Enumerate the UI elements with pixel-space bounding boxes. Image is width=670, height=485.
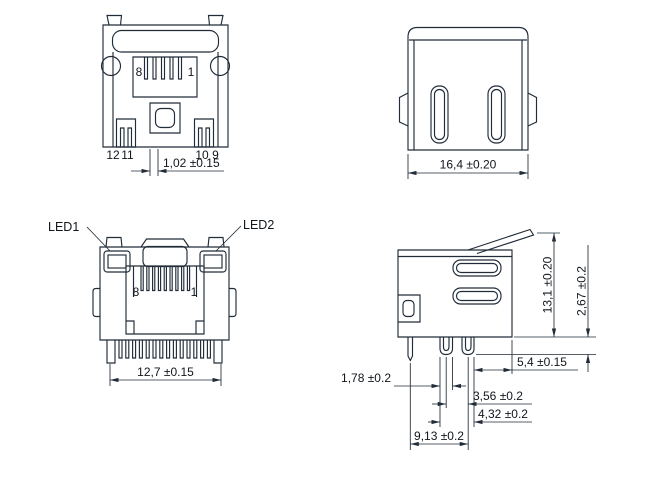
- pin-8-label: 8: [133, 285, 140, 299]
- side-bottom-slot-bottom: [452, 287, 502, 305]
- contact-pitch-dim-text: 1,02 ±0.15: [163, 156, 220, 170]
- jack-contacts: [140, 266, 191, 292]
- pin-9-label: 9: [212, 148, 219, 162]
- view-front-bottom: LED1 LED2 8 1 12,7 ±0.15: [48, 218, 274, 386]
- led1-window: [103, 250, 131, 273]
- front-bottom-body-outline: [99, 236, 230, 341]
- led2-window: [199, 250, 227, 273]
- jack-opening: [125, 265, 205, 335]
- pin-1-label: 1: [191, 285, 198, 299]
- side-top-slot-right-inner: [490, 88, 503, 141]
- led1-label: LED1: [48, 220, 79, 234]
- grounding-latch: [467, 228, 535, 255]
- side-bottom-body-outline: [397, 249, 513, 338]
- pin-to-edge-dim-text: 5,4 ±0.15: [517, 355, 567, 369]
- front-top-body-outline: [102, 14, 229, 148]
- contact-pitch-extension-lines: [149, 149, 159, 176]
- front-top-contact-block: [132, 56, 198, 98]
- front-width-extension-lines: [109, 364, 222, 386]
- latch-window: [142, 245, 188, 268]
- led2-label: LED2: [243, 218, 274, 232]
- side-top-width-dim-text: 16,4 ±0.20: [440, 158, 497, 172]
- solder-pins: [407, 337, 475, 362]
- front-top-right-post: [209, 55, 231, 77]
- side-wings: [92, 287, 237, 318]
- led2-window-inner: [203, 254, 223, 269]
- front-top-center-key-inner: [154, 107, 176, 129]
- front-top-center-key: [149, 102, 181, 134]
- pin-8-label: 8: [136, 65, 143, 79]
- mount-post-window: [402, 299, 415, 318]
- pin-row-dim-text: 9,13 ±0.2: [414, 429, 464, 443]
- pin-span-dim-text: 4,32 ±0.2: [478, 407, 528, 421]
- front-top-left-post: [100, 55, 122, 77]
- side-top-slot-right: [487, 85, 506, 144]
- pin-11-label: 11: [121, 148, 134, 162]
- led1-window-inner: [107, 254, 127, 269]
- front-width-dim-text: 12,7 ±0.15: [137, 365, 194, 379]
- pin-width-dim-text: 1,78 ±0.2: [341, 371, 391, 385]
- side-top-mount-hooks: [398, 92, 538, 127]
- side-bottom-slot-top-inner: [455, 262, 499, 274]
- front-top-aux-contacts: [115, 118, 215, 148]
- pin-1-label: 1: [188, 65, 195, 79]
- side-top-body-outline: [407, 26, 529, 151]
- height-dim-text: 13,1 ±0.20: [541, 256, 555, 313]
- side-bottom-slot-bottom-inner: [455, 290, 499, 302]
- side-top-slot-left: [430, 85, 449, 144]
- pin-protrusion-dim-text: 2,67 ±0.2: [575, 266, 589, 316]
- view-side-bottom: 13,1 ±0.20 2,67 ±0.2 5,4 ±0.15 1,78 ±0.2…: [341, 228, 596, 450]
- front-top-shield-window: [111, 29, 220, 53]
- pin-pitch-dim-text: 3,56 ±0.2: [473, 389, 523, 403]
- side-top-slot-left-inner: [433, 88, 446, 141]
- view-side-top: 16,4 ±0.20: [398, 26, 538, 179]
- solder-legs: [106, 340, 223, 364]
- view-front-top: 8 1 12 11 10 9 1,02 ±0.15: [100, 14, 231, 176]
- side-bottom-slot-top: [452, 259, 502, 277]
- pin-10-label: 10: [195, 148, 209, 162]
- pin-12-label: 12: [106, 148, 120, 162]
- side-bottom-extension-lines: [409, 232, 596, 450]
